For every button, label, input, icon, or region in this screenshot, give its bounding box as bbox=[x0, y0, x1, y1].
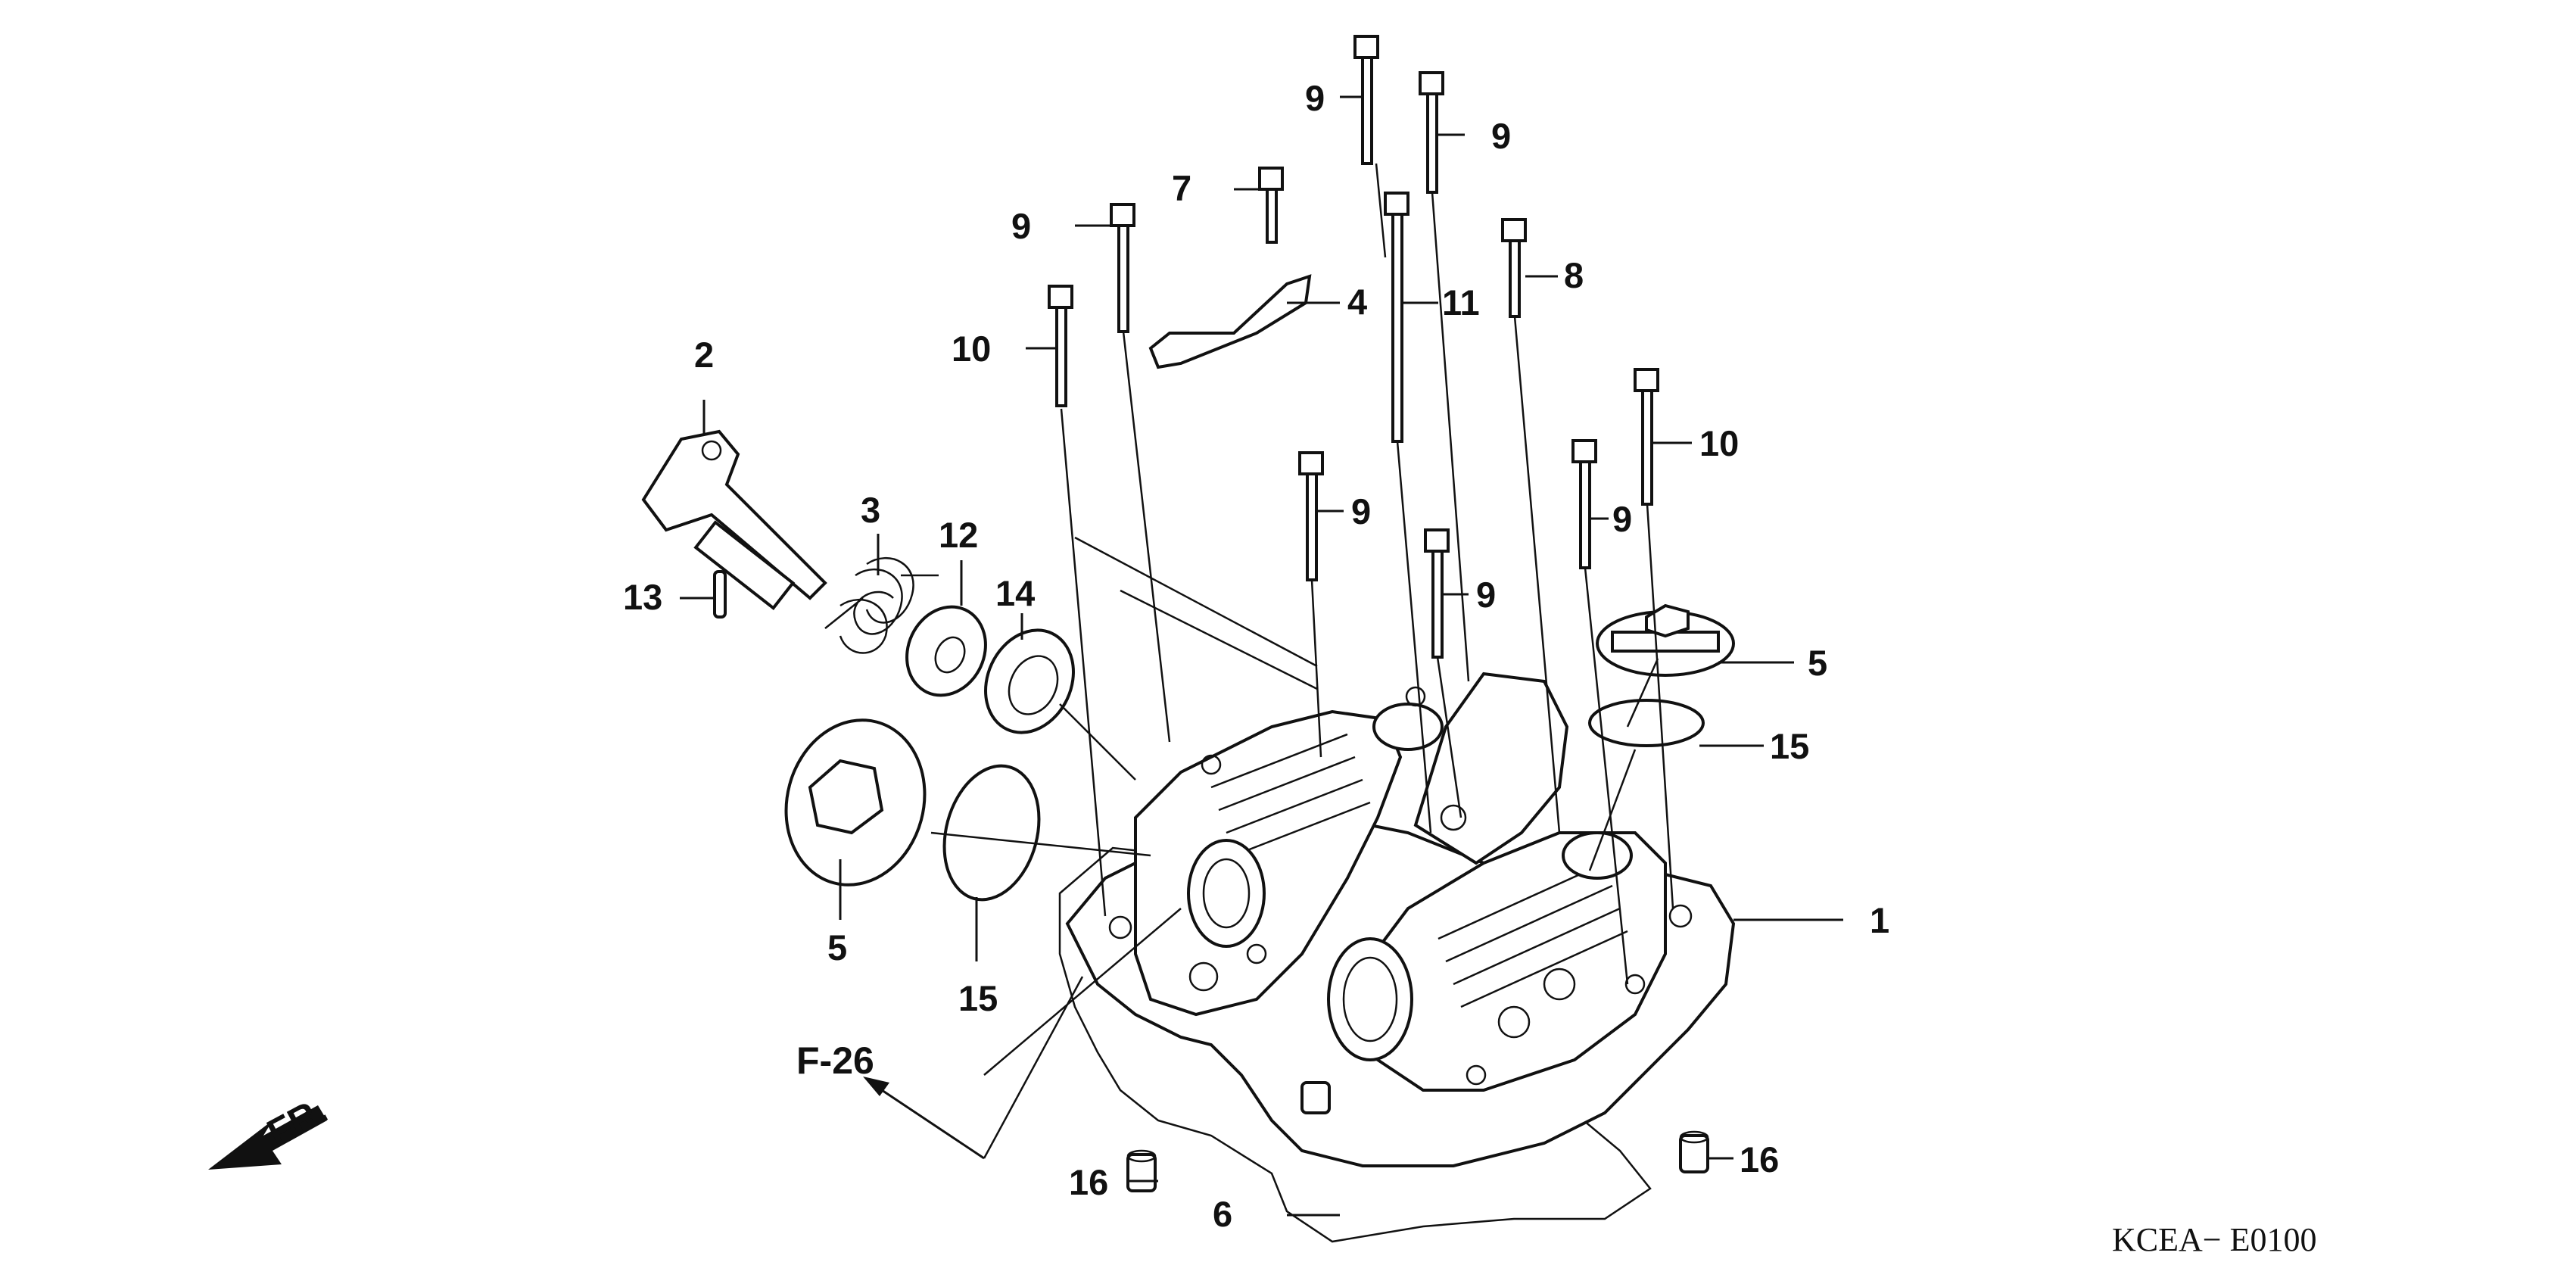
callout-7: 7 bbox=[1172, 168, 1191, 208]
cap-right[interactable] bbox=[1596, 603, 1735, 677]
bolt-9-e[interactable] bbox=[1424, 528, 1450, 659]
bolt-9-f[interactable] bbox=[1571, 439, 1597, 569]
return-spring[interactable] bbox=[824, 556, 939, 654]
wire-clamp[interactable] bbox=[1148, 274, 1312, 369]
oil-seal[interactable] bbox=[970, 615, 1090, 746]
callout-9-d: 9 bbox=[1351, 491, 1371, 531]
callout-16-left: 16 bbox=[1069, 1162, 1108, 1202]
washer[interactable] bbox=[892, 594, 999, 708]
bolt-9-d[interactable] bbox=[1298, 451, 1324, 581]
callout-5-left: 5 bbox=[827, 927, 847, 968]
callout-1: 1 bbox=[1870, 900, 1889, 940]
callout-10-left: 10 bbox=[952, 329, 991, 369]
callout-14: 14 bbox=[995, 573, 1035, 613]
bolt-9-c[interactable] bbox=[1110, 203, 1135, 333]
callout-9-a: 9 bbox=[1305, 78, 1325, 118]
bolt-10-a[interactable] bbox=[1048, 285, 1073, 407]
leader-lines bbox=[680, 95, 1843, 1217]
callout-9-e: 9 bbox=[1476, 575, 1496, 615]
callout-11: 11 bbox=[1442, 282, 1480, 323]
callout-13: 13 bbox=[623, 577, 662, 617]
dowel-pin-top[interactable] bbox=[1300, 1081, 1331, 1114]
callout-15-right: 15 bbox=[1770, 726, 1809, 766]
dowel-pin-left[interactable] bbox=[1126, 1149, 1157, 1192]
diagram-code: KCEA− E0100 bbox=[2112, 1221, 2316, 1258]
dowel-pin-right[interactable] bbox=[1679, 1130, 1709, 1173]
reference-arrow: F-26 bbox=[796, 1039, 985, 1160]
callout-15-left: 15 bbox=[958, 978, 998, 1018]
callout-10-right: 10 bbox=[1699, 423, 1739, 463]
callout-9-b: 9 bbox=[1491, 116, 1511, 156]
pin[interactable] bbox=[713, 570, 727, 619]
front-direction-arrow: FR. bbox=[208, 1088, 334, 1170]
callout-2: 2 bbox=[694, 335, 714, 375]
assembly-guide-lines bbox=[930, 163, 1674, 1159]
callout-5-right: 5 bbox=[1808, 643, 1827, 683]
spindle[interactable] bbox=[641, 429, 827, 610]
callout-16-right: 16 bbox=[1740, 1139, 1779, 1179]
cylinder-head-cover[interactable] bbox=[1058, 672, 1736, 1243]
callout-3: 3 bbox=[861, 490, 880, 530]
callout-9-c: 9 bbox=[1011, 206, 1031, 246]
bolt-9-a[interactable] bbox=[1353, 35, 1379, 165]
cap-left[interactable] bbox=[768, 704, 943, 900]
bolt-7[interactable] bbox=[1258, 167, 1284, 244]
o-ring-right[interactable] bbox=[1588, 699, 1705, 747]
callout-12: 12 bbox=[939, 515, 978, 555]
callout-6: 6 bbox=[1213, 1194, 1232, 1234]
bolt-8[interactable] bbox=[1501, 218, 1527, 318]
bolt-10-b[interactable] bbox=[1634, 368, 1659, 506]
o-ring-left[interactable] bbox=[930, 756, 1053, 911]
callout-8: 8 bbox=[1564, 255, 1584, 295]
bolt-9-b[interactable] bbox=[1419, 71, 1444, 194]
callout-9-f: 9 bbox=[1612, 499, 1632, 539]
bolt-11[interactable] bbox=[1384, 192, 1409, 443]
callout-labels: 1 2 3 4 5 5 6 7 8 9 9 9 9 9 9 10 10 11 1… bbox=[623, 78, 1889, 1234]
callout-4: 4 bbox=[1347, 282, 1367, 322]
reference-label: F-26 bbox=[796, 1039, 874, 1082]
